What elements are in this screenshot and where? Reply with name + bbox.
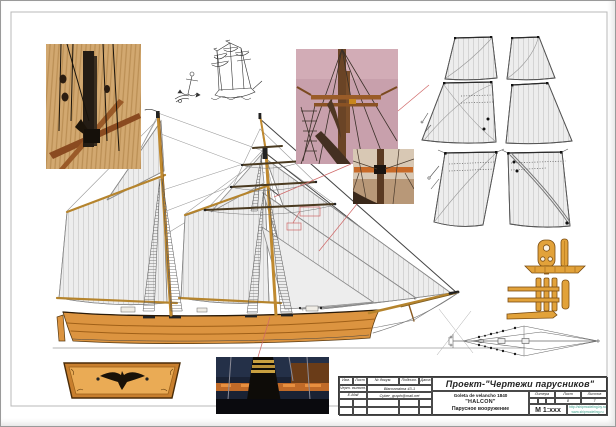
drawing-name-cell: Goleta de velancho 1840 "HALCON" Парусно…	[432, 391, 529, 416]
empty-cell	[339, 407, 353, 416]
transom-eagle-drawing	[63, 362, 181, 399]
col-date: Дата	[419, 377, 432, 385]
col-sign: Подпись	[399, 377, 419, 385]
bowsprit-plan-view	[436, 308, 600, 357]
url-line-2: www.shipmodeling.ru	[571, 409, 604, 414]
empty-cell	[353, 399, 367, 407]
author-value: Blancanaima 43-1	[367, 385, 432, 392]
empty-cell	[367, 399, 399, 407]
litera-label: Литера	[529, 391, 555, 398]
col-list: Лист	[353, 377, 367, 385]
main-ship-side-view	[52, 108, 526, 349]
empty-cell	[399, 407, 419, 416]
anchor-ink-sketch	[174, 71, 201, 103]
photo-masthead	[296, 49, 398, 164]
drawing-name: Парусное вооружение	[451, 406, 510, 413]
email-value: Cyber_graph@mail.net	[367, 392, 432, 399]
url-line-1: http://shipmodeling.by.ru	[569, 405, 606, 410]
author-label: Черт. выполн.	[339, 385, 367, 392]
litera-box	[546, 398, 555, 404]
sail-plan-diagrams	[420, 36, 573, 228]
empty-cell	[399, 399, 419, 407]
sheet-label: Лист	[555, 391, 581, 398]
project-title: Проект-"Чертежи парусников"	[432, 377, 608, 391]
sheet-value: 8	[555, 398, 581, 404]
empty-cell	[353, 407, 367, 416]
wooden-fittings-details	[506, 238, 586, 320]
litera-box	[529, 398, 538, 404]
empty-cell	[367, 407, 399, 416]
col-izm: Изм.	[339, 377, 353, 385]
ship-type-year: Goleta de velancho 1840	[453, 393, 508, 399]
ship-ink-sketch	[210, 39, 263, 100]
photo-rigging-closeup	[46, 44, 141, 169]
title-block: Проект-"Чертежи парусников" Изм. Лист № …	[338, 376, 608, 416]
litera-box	[538, 398, 546, 404]
empty-cell	[419, 407, 432, 416]
ship-name: "HALCON"	[465, 399, 496, 406]
col-doc: № докум.	[367, 377, 399, 385]
empty-cell	[419, 399, 432, 407]
photo-deck-mast-foot	[216, 357, 329, 414]
email-label: E-Mail	[339, 392, 367, 399]
empty-cell	[339, 399, 353, 407]
website-urls: http://shipmodeling.by.ru www.shipmodeli…	[567, 404, 608, 416]
scale-value: М 1:xxx	[529, 404, 567, 416]
photo-yard-crossing	[353, 149, 414, 204]
sheets-value: 7	[581, 398, 608, 404]
photo-leader-lines	[257, 84, 430, 358]
sheets-label: Листов	[581, 391, 608, 398]
